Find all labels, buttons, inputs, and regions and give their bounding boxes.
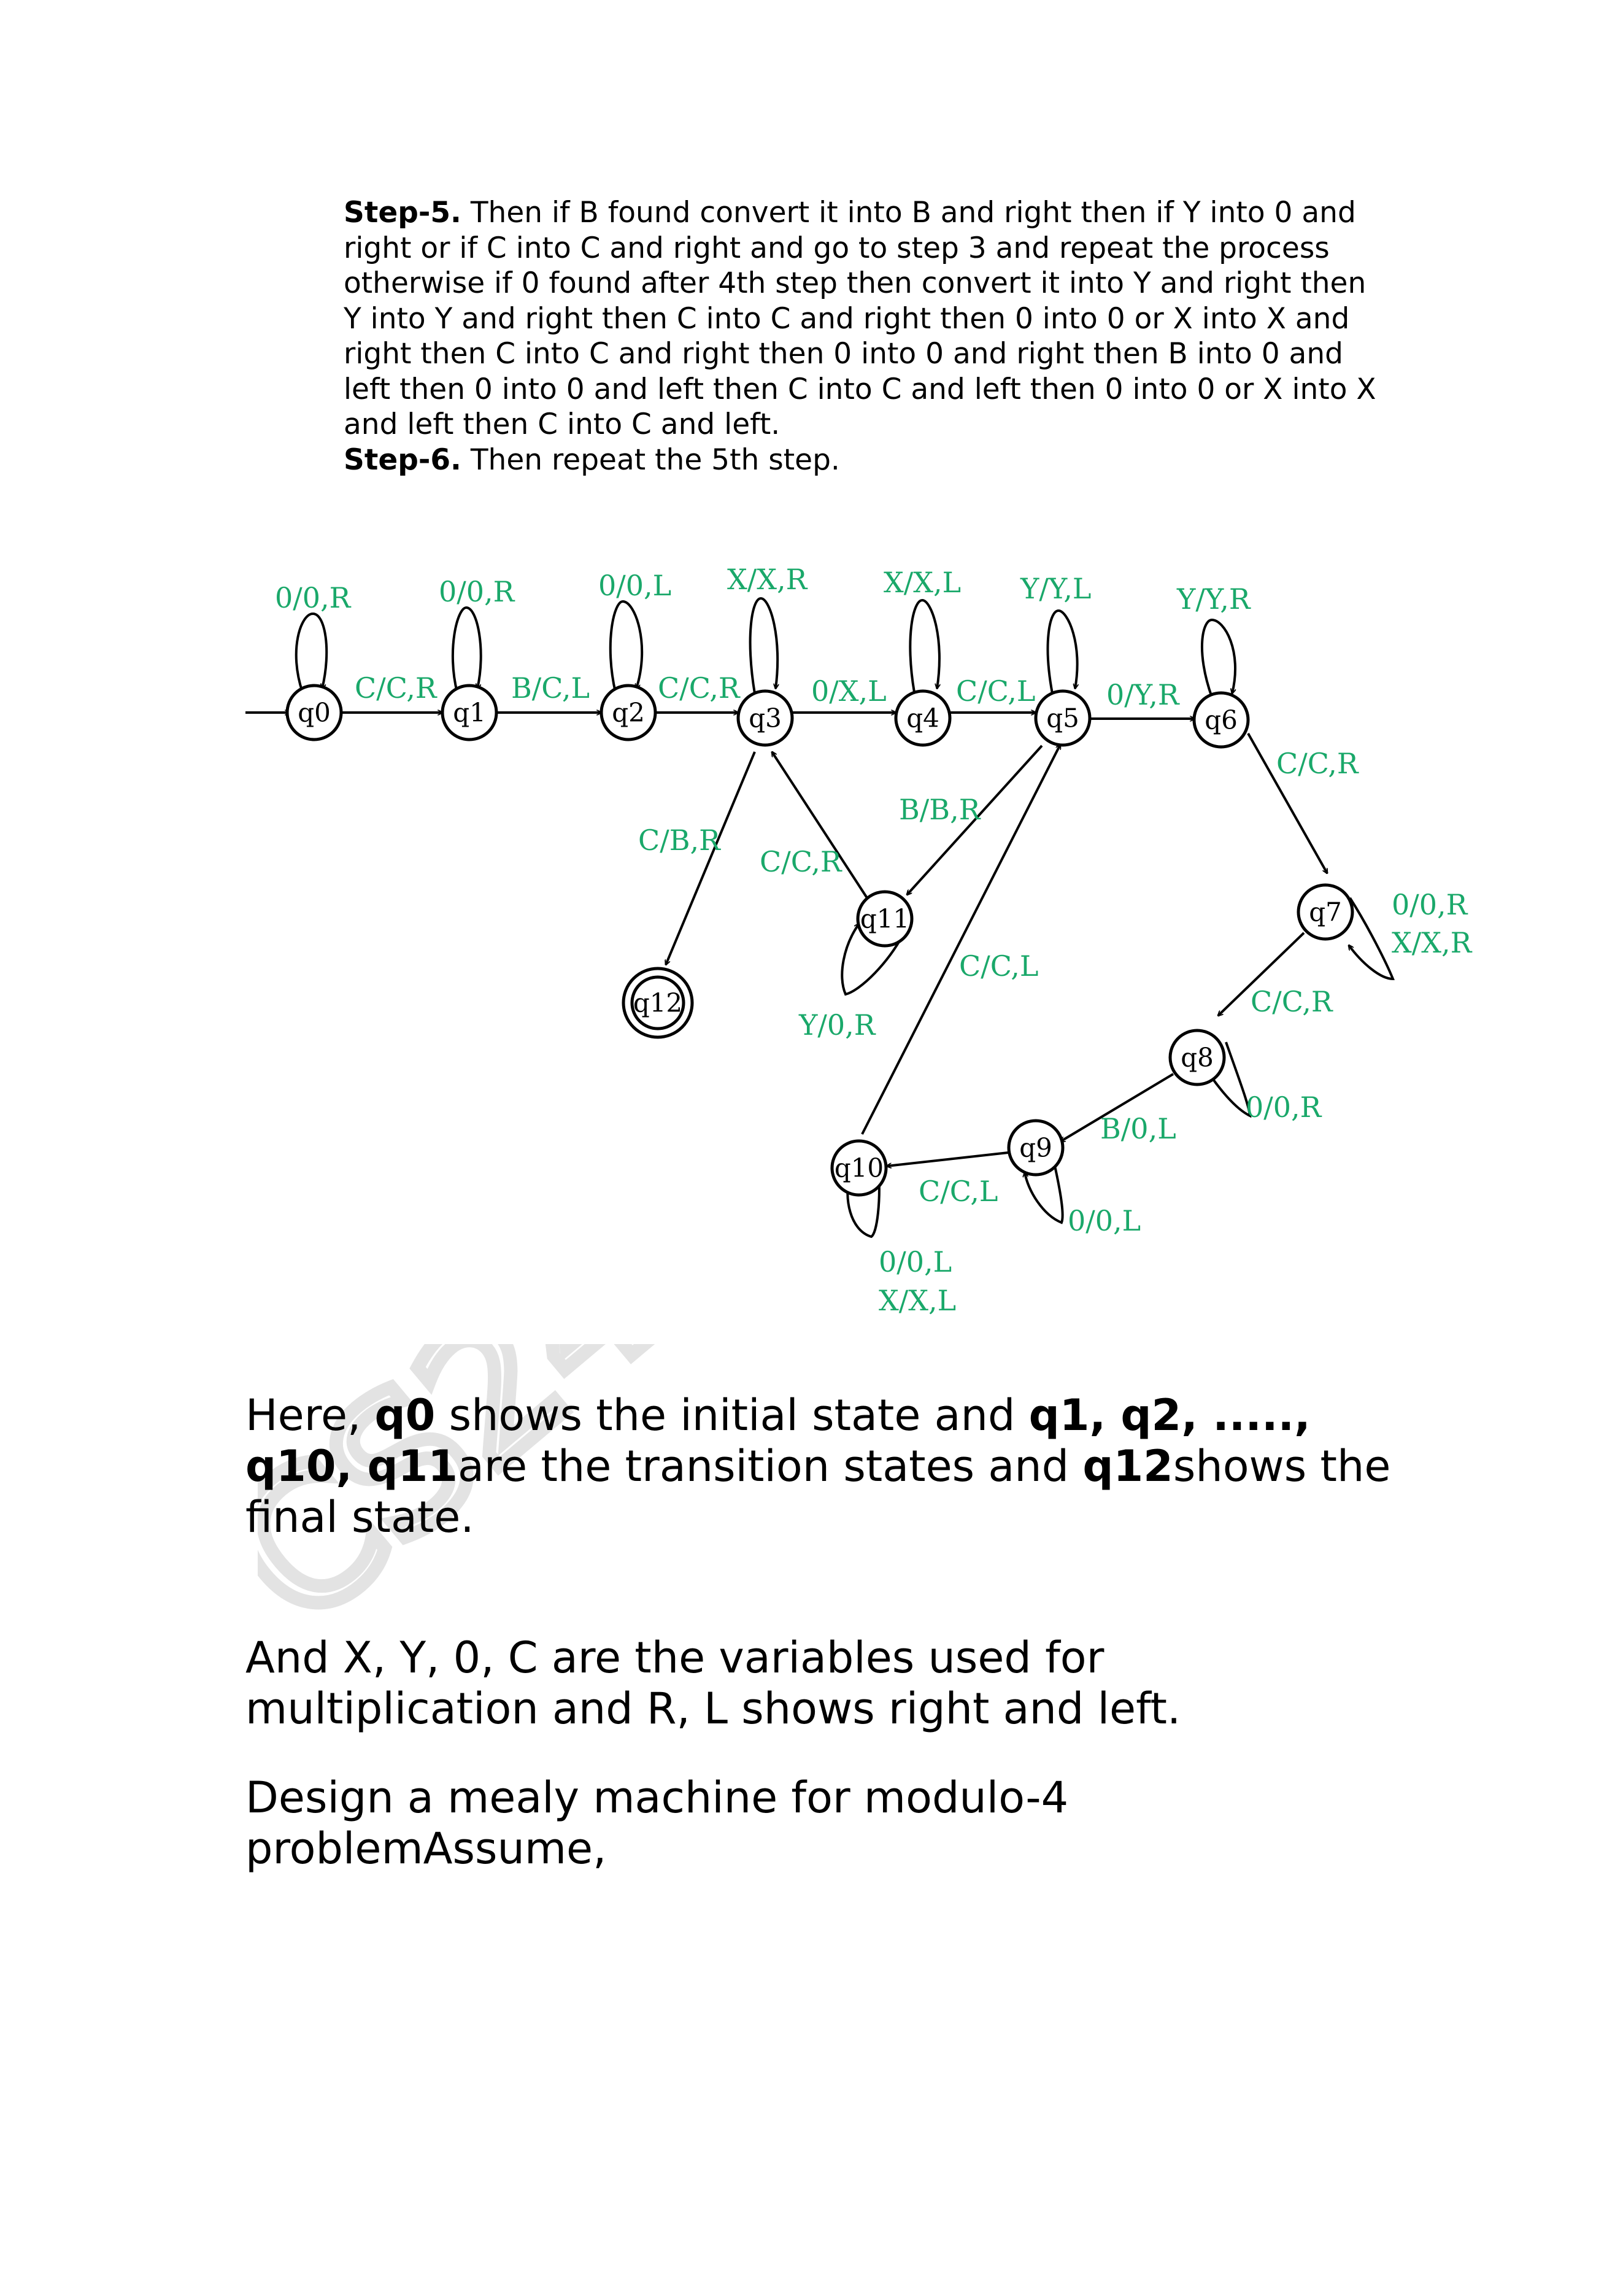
state-q6	[1192, 691, 1250, 749]
state-q0	[285, 684, 343, 741]
edge-q3-q12	[666, 751, 756, 965]
state-q3	[736, 689, 794, 747]
label-q1-loop: 0/0,R	[439, 575, 515, 608]
label-q11-q3: C/C,R	[760, 845, 842, 878]
turing-machine-diagram: q0 q1 q2 q3 q4 q5 q6 q7 q8 q9 q10 q11 q1…	[245, 563, 1473, 1317]
state-q10	[830, 1139, 888, 1197]
state-label-q8: q8	[1181, 1043, 1214, 1073]
label-q7-q8: C/C,R	[1251, 985, 1333, 1018]
label-q3-q4: 0/X,L	[811, 674, 887, 708]
step-6-label: Step-6.	[344, 443, 461, 477]
paragraph-variables: And X, Y, 0, C are the variables used fo…	[245, 1633, 1411, 1734]
state-label-q5: q5	[1046, 703, 1079, 733]
state-label-q11: q11	[860, 904, 909, 934]
loop-q0	[295, 612, 328, 693]
loop-q9	[1025, 1162, 1064, 1224]
label-q0-q1: C/C,R	[355, 671, 438, 705]
para1-text-3: are the transition states and	[458, 1441, 1083, 1491]
state-q7	[1297, 883, 1354, 941]
loop-q10	[847, 1172, 881, 1239]
label-q8-q9: B/0,L	[1100, 1112, 1176, 1145]
edge-q6-q7	[1247, 733, 1328, 873]
label-q4-loop: X/X,L	[884, 566, 961, 599]
state-label-q10: q10	[835, 1153, 884, 1183]
state-label-q0: q0	[298, 698, 331, 728]
para1-bold-2: q1, q2, .....,	[1028, 1390, 1311, 1440]
state-q1	[441, 684, 498, 741]
loop-q4	[909, 598, 941, 693]
paragraph-question: Design a mealy machine for modulo-4 prob…	[245, 1772, 1411, 1874]
loop-q5	[1046, 609, 1078, 694]
label-q0-loop: 0/0,R	[275, 581, 352, 614]
step-5-text: Then if B found convert it into B and ri…	[344, 196, 1376, 441]
para1-text-2: shows the initial state and	[435, 1390, 1029, 1440]
label-q5-q6: 0/Y,R	[1106, 678, 1180, 711]
label-q1-q2: B/C,L	[511, 671, 590, 705]
steps-text: Step-5. Then if B found convert it into …	[344, 195, 1387, 477]
step-5: Step-5. Then if B found convert it into …	[344, 195, 1387, 443]
label-q9-loop: 0/0,L	[1068, 1204, 1141, 1237]
loop-q2	[609, 600, 644, 693]
state-label-q3: q3	[749, 703, 782, 733]
label-q7-loop-b: X/X,R	[1392, 926, 1473, 959]
para1-text-4: shows the final state.	[245, 1441, 1391, 1542]
label-q4-q5: C/C,L	[956, 674, 1035, 708]
loop-q6	[1200, 618, 1236, 698]
state-q12-inner	[630, 975, 685, 1030]
state-label-q7: q7	[1309, 897, 1342, 927]
label-q10-loop-a: 0/0,L	[879, 1245, 952, 1278]
label-q10-loop-b: X/X,L	[879, 1284, 956, 1317]
step-6: Step-6. Then repeat the 5th step.	[344, 443, 1387, 478]
state-q2	[599, 684, 657, 741]
loop-q3	[749, 597, 778, 694]
paragraph-states: Here, q0 shows the initial state and q1,…	[245, 1390, 1411, 1543]
edge-q5-q11	[907, 744, 1043, 895]
label-q7-loop-a: 0/0,R	[1392, 888, 1468, 921]
loop-q1	[451, 606, 482, 693]
state-label-q2: q2	[612, 698, 645, 728]
para3-text: Design a mealy machine for modulo-4 prob…	[245, 1772, 1069, 1874]
state-label-q6: q6	[1205, 705, 1238, 735]
step-6-text: Then repeat the 5th step.	[461, 443, 840, 477]
edge-q8-q9	[1060, 1073, 1174, 1143]
label-q8-loop: 0/0,R	[1246, 1091, 1322, 1124]
state-label-q4: q4	[906, 703, 939, 733]
state-q8	[1168, 1029, 1226, 1086]
state-q11	[856, 890, 914, 948]
para1-bold-3: q10, q11	[245, 1441, 458, 1491]
loop-q11	[841, 924, 909, 996]
state-q5	[1034, 689, 1092, 747]
state-label-q12: q12	[633, 988, 682, 1018]
edge-q7-q8	[1218, 932, 1305, 1016]
label-q9-q10: C/C,L	[919, 1175, 998, 1208]
label-q6-loop: Y/Y,R	[1176, 582, 1251, 616]
para2-text: And X, Y, 0, C are the variables used fo…	[245, 1633, 1181, 1734]
label-q3-loop: X/X,R	[727, 563, 808, 596]
edge-q9-q10	[887, 1151, 1009, 1166]
para1-text-1: Here,	[245, 1390, 375, 1440]
edge-q11-q3	[771, 752, 868, 899]
para1-bold-4: q12	[1082, 1441, 1173, 1491]
label-q2-loop: 0/0,L	[598, 569, 671, 602]
state-label-q9: q9	[1019, 1133, 1052, 1163]
label-q6-q7: C/C,R	[1276, 747, 1359, 780]
label-q11-loop: Y/0,R	[798, 1008, 876, 1042]
para1-bold-1: q0	[374, 1390, 436, 1440]
label-q5-q11: B/B,R	[899, 793, 981, 826]
state-q9	[1007, 1119, 1065, 1177]
edge-q10-q5	[861, 744, 1062, 1135]
state-q4	[894, 689, 952, 747]
label-q3-q12: C/B,R	[638, 824, 721, 857]
label-q2-q3: C/C,R	[658, 671, 741, 705]
loop-q7	[1349, 897, 1395, 981]
state-label-q1: q1	[453, 698, 486, 728]
label-q10-q5: C/C,L	[959, 949, 1038, 983]
step-5-label: Step-5.	[344, 196, 461, 230]
label-q5-loop: Y/Y,L	[1020, 572, 1091, 605]
